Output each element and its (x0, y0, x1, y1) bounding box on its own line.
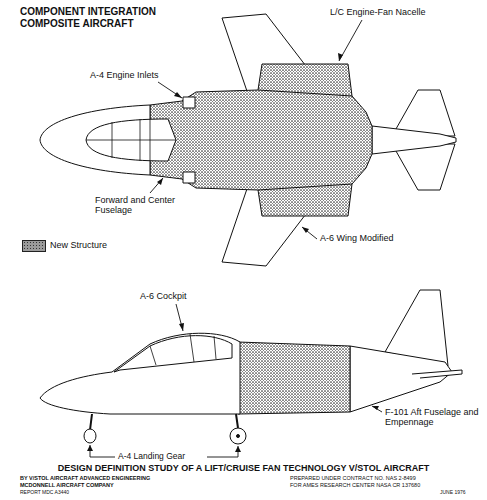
part-label: A-6 Wing Modified (320, 233, 394, 243)
part-label: F-101 Aft Fuselage and Empennage (385, 407, 482, 428)
legend-text: New Structure (50, 240, 107, 250)
part-label: A-4 Landing Gear (118, 452, 185, 462)
report-date: JUNE 1976 (440, 490, 466, 496)
contract-note: FOR AMES RESEARCH CENTER NASA CR 137680 (290, 482, 420, 488)
contract-note: PREPARED UNDER CONTRACT NO. NAS 2-8499 (290, 475, 416, 481)
report-byline: BY V/STOL AIRCRAFT ADVANCED ENGINEERING (20, 475, 150, 481)
engine-inlet (183, 172, 195, 183)
figure-title: COMPONENT INTEGRATION COMPOSITE AIRCRAFT (20, 6, 185, 29)
center-fuselage-top (150, 64, 372, 216)
aft-fuselage-top (372, 126, 456, 154)
aft-fuselage-side (350, 346, 452, 412)
forward-fuselage-side (40, 333, 240, 414)
main-wheel (230, 428, 246, 444)
center-fuselage-side (238, 342, 350, 414)
engine-inlet (183, 97, 195, 108)
canopy-top (86, 119, 176, 161)
report-caption: DESIGN DEFINITION STUDY OF A LIFT/CRUISE… (8, 463, 479, 473)
part-label: A-4 Engine Inlets (90, 70, 159, 80)
part-label: Forward and Center Fuselage (95, 195, 187, 216)
legend-swatch (22, 240, 46, 252)
nose-wheel (84, 429, 96, 443)
company-name: MCDONNELL AIRCRAFT COMPANY (20, 482, 114, 488)
part-label: L/C Engine-Fan Nacelle (330, 7, 426, 17)
report-number: REPORT MDC A3440 (20, 490, 69, 496)
part-label: A-6 Cockpit (140, 291, 187, 301)
